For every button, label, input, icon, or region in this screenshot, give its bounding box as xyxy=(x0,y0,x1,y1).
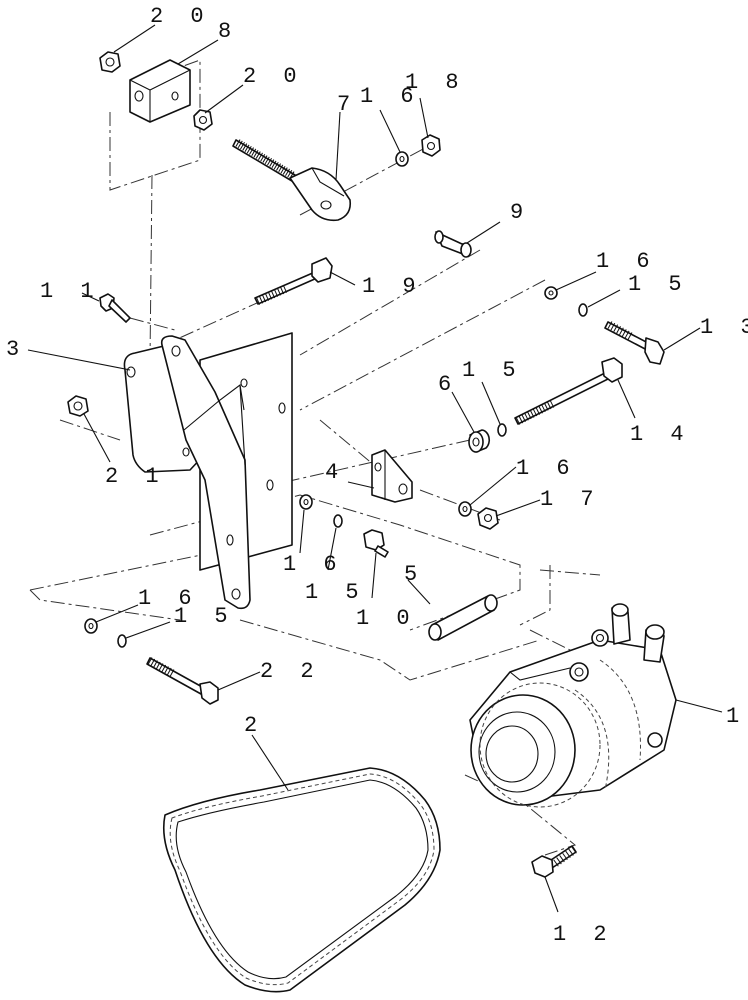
lockwasher-15-left xyxy=(117,634,127,648)
callout-15-mid: 1 5 xyxy=(462,358,523,383)
compressor-1 xyxy=(469,603,677,808)
angle-bracket-4 xyxy=(371,449,413,503)
callout-15-right: 1 5 xyxy=(628,272,689,297)
bracket-3 xyxy=(123,335,251,610)
bolt-10 xyxy=(363,529,389,558)
callout-16-left: 1 6 xyxy=(138,586,199,611)
callout-4: 4 xyxy=(325,460,345,485)
bolt-11 xyxy=(99,293,131,323)
washer-16-center xyxy=(299,494,313,510)
callout-18: 1 8 xyxy=(405,70,466,95)
callout-16-lower-right: 1 6 xyxy=(516,456,577,481)
bolt-22 xyxy=(146,657,219,705)
bolt-14 xyxy=(514,357,623,425)
nut-17 xyxy=(477,507,499,530)
callout-21: 2 1 xyxy=(105,464,166,489)
callout-8: 8 xyxy=(218,19,238,44)
callout-13: 1 3 xyxy=(700,315,748,340)
callout-22: 2 2 xyxy=(260,659,321,684)
bushing-6 xyxy=(468,429,491,453)
callout-17: 1 7 xyxy=(540,487,601,512)
callout-1: 1 xyxy=(726,704,746,729)
leader-lines xyxy=(27,24,723,913)
callout-14: 1 4 xyxy=(630,422,691,447)
callout-3: 3 xyxy=(6,337,26,362)
callout-15-left: 1 5 xyxy=(174,604,235,629)
washer-16-top xyxy=(395,151,409,167)
callout-19: 1 9 xyxy=(362,274,423,299)
callout-6: 6 xyxy=(438,372,458,397)
callout-16-top: 1 6 xyxy=(360,84,421,109)
callout-12: 1 2 xyxy=(553,922,614,947)
callout-labels: 2 0 8 2 0 7 1 6 1 8 9 1 6 1 5 1 1 1 9 1 … xyxy=(6,4,748,947)
drive-belt-2 xyxy=(162,767,441,993)
callout-5: 5 xyxy=(404,562,424,587)
washer-16-lower-right xyxy=(458,501,472,517)
callout-16-right: 1 6 xyxy=(596,249,657,274)
lockwasher-15-right xyxy=(578,303,588,317)
callout-15-center: 1 5 xyxy=(305,580,366,605)
lockwasher-15-center xyxy=(333,514,343,528)
washer-16-left xyxy=(84,618,98,634)
callout-20-mid: 2 0 xyxy=(243,64,304,89)
lockwasher-15-mid xyxy=(497,423,507,437)
spacer-9 xyxy=(434,230,472,258)
callout-10: 1 0 xyxy=(356,606,417,631)
nut-20-mid xyxy=(193,109,213,131)
callout-2: 2 xyxy=(244,713,264,738)
bolt-12 xyxy=(531,845,577,878)
block-8 xyxy=(129,59,191,123)
callout-20-top: 2 0 xyxy=(150,4,211,29)
nut-21 xyxy=(67,395,89,417)
washer-16-right xyxy=(544,286,558,300)
callout-11: 1 1 xyxy=(40,279,101,304)
bolt-19 xyxy=(254,257,333,305)
nut-18 xyxy=(421,134,441,157)
callout-16-center: 1 6 xyxy=(283,552,344,577)
eye-bracket-7 xyxy=(289,167,352,222)
nut-20-top xyxy=(99,51,121,73)
spacer-5 xyxy=(428,594,498,641)
bolt-13 xyxy=(604,321,665,365)
callout-7: 7 xyxy=(337,92,357,117)
callout-9: 9 xyxy=(510,200,530,225)
